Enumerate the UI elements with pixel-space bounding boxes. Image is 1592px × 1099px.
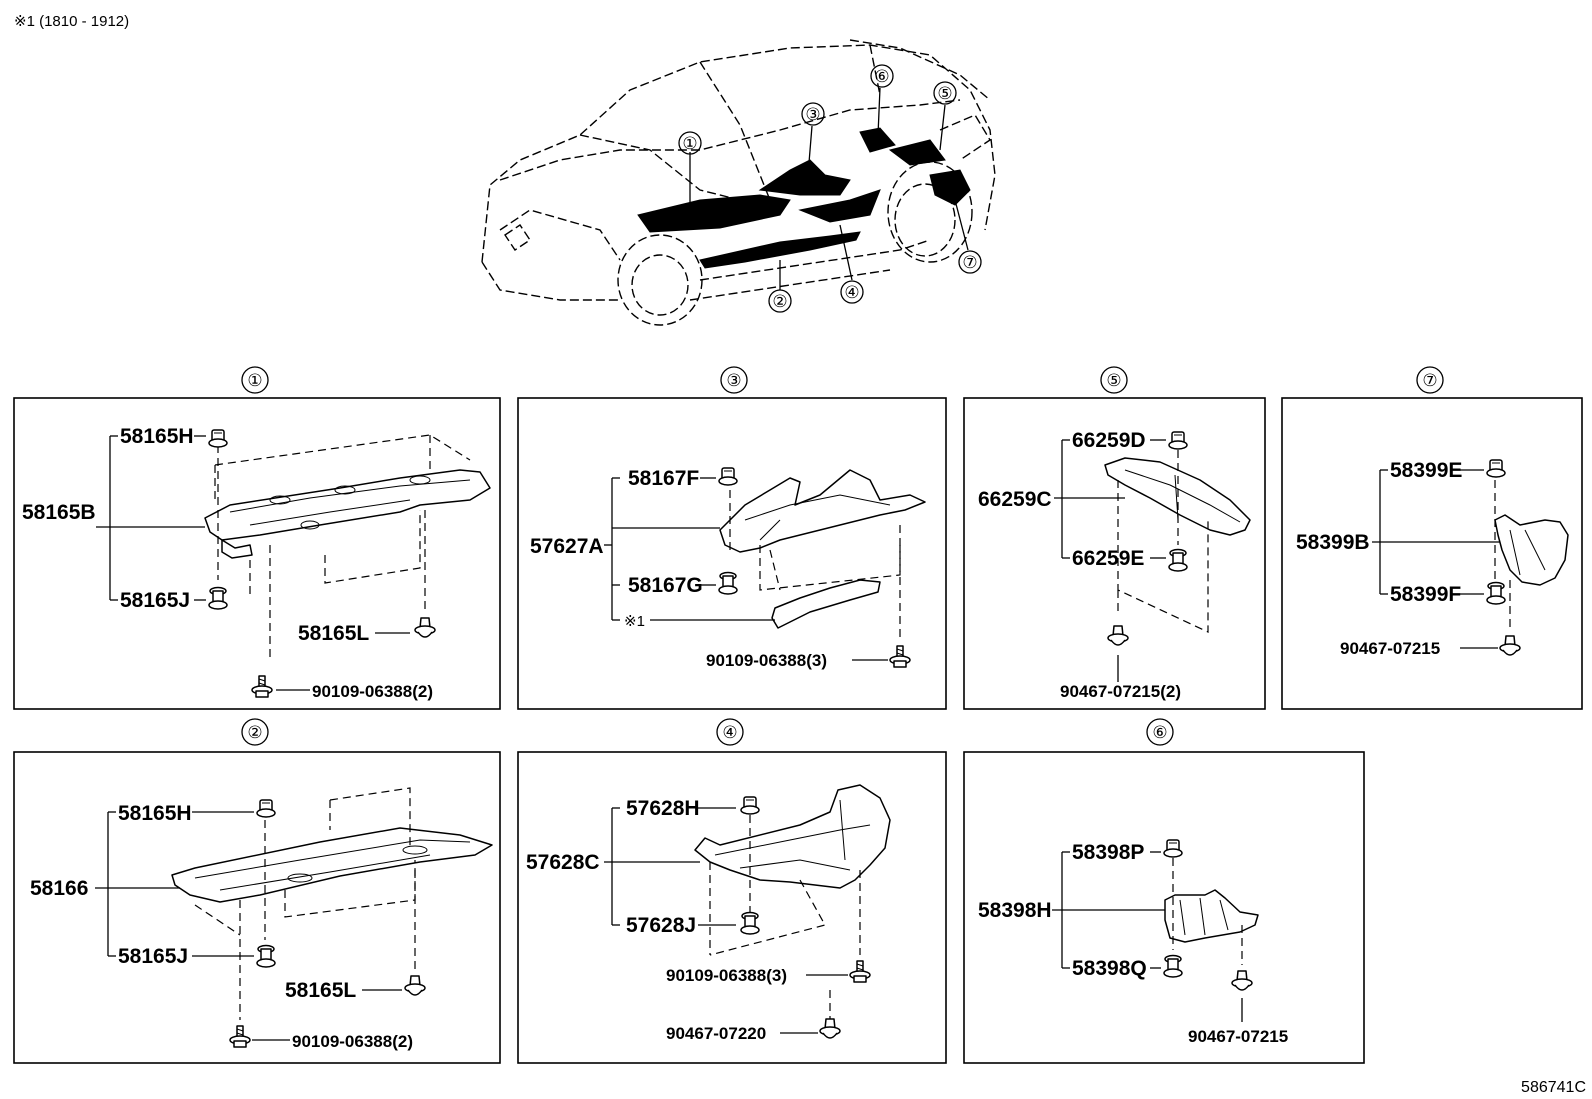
- part-label-57628H: 57628H: [626, 797, 700, 820]
- panel-7-index: ⑦: [1422, 371, 1437, 391]
- panel-2-index: ②: [247, 723, 262, 743]
- panel-2: ② 58165H 58166 58165J 58165L 90109-06388…: [13, 718, 501, 1064]
- overview-callout-3: ③: [805, 105, 820, 125]
- part-label-58165B: 58165B: [22, 501, 96, 524]
- panel-3-index: ③: [726, 371, 741, 391]
- part-label-57628C: 57628C: [526, 851, 600, 874]
- overview-callout-6: ⑥: [874, 67, 889, 87]
- section-1-highlight: [637, 194, 791, 233]
- part-label-57627A: 57627A: [530, 535, 604, 558]
- part-label-58167G: 58167G: [628, 574, 703, 597]
- part-label-58166: 58166: [30, 877, 88, 900]
- overview-callout-1: ①: [682, 134, 697, 154]
- part-label-57628J: 57628J: [626, 914, 696, 937]
- panel-5: ⑤ 66259D 66259C 66259E 90467-07215(2): [963, 366, 1266, 710]
- part-label-58398H: 58398H: [978, 899, 1052, 922]
- panel-3: ③ 58167F 57627A 58167G ※1 90109-06388(3): [517, 366, 947, 710]
- overview-callout-2: ②: [772, 292, 787, 312]
- panel-4: ④ 57628H 57628C 57628J 90109-06388(3) 90…: [517, 718, 947, 1064]
- vehicle-overview: ① ② ③ ④ ⑤ ⑥ ⑦: [481, 39, 996, 326]
- part-label-58399F: 58399F: [1390, 583, 1461, 606]
- part-label-58165J: 58165J: [120, 589, 190, 612]
- section-2-highlight: [699, 231, 861, 269]
- section-5-highlight: [888, 139, 946, 166]
- overview-callout-4: ④: [844, 283, 859, 303]
- panel-1-index: ①: [247, 371, 262, 391]
- panel-4-index: ④: [722, 723, 737, 743]
- panel-6: ⑥ 58398P 58398H 58398Q 90467-07215: [963, 718, 1365, 1064]
- panel-1: ① 58165H 58165B 58165J: [13, 366, 501, 710]
- panel-6-index: ⑥: [1152, 723, 1167, 743]
- part-label-note-1: ※1: [624, 613, 645, 630]
- part-label-58165J-2: 58165J: [118, 945, 188, 968]
- part-label-90467-07215-2: 90467-07215(2): [1060, 682, 1181, 701]
- part-label-58399E: 58399E: [1390, 459, 1462, 482]
- part-label-58165L: 58165L: [298, 622, 369, 645]
- part-label-58165H-2: 58165H: [118, 802, 192, 825]
- part-label-66259C: 66259C: [978, 488, 1052, 511]
- part-label-58398Q: 58398Q: [1072, 957, 1147, 980]
- part-label-58399B: 58399B: [1296, 531, 1370, 554]
- overview-callout-7: ⑦: [962, 253, 977, 273]
- part-label-58165L-2: 58165L: [285, 979, 356, 1002]
- section-6-highlight: [859, 127, 896, 153]
- figure-id: 586741C: [1521, 1079, 1586, 1096]
- part-label-58165H: 58165H: [120, 425, 194, 448]
- section-4-highlight: [798, 189, 881, 223]
- part-label-66259D: 66259D: [1072, 429, 1146, 452]
- part-label-90109-06388-3: 90109-06388(3): [706, 651, 827, 670]
- section-7-highlight: [929, 169, 971, 206]
- part-label-90467-07215-c: 90467-07215: [1340, 639, 1440, 658]
- panel-7: ⑦ 58399E 58399B 58399F 90467-07215: [1281, 366, 1583, 710]
- overview-callout-5: ⑤: [937, 84, 952, 104]
- part-label-90109-06388-2: 90109-06388(2): [312, 682, 433, 701]
- part-label-58398P: 58398P: [1072, 841, 1144, 864]
- panel-5-index: ⑤: [1106, 371, 1121, 391]
- section-3-highlight: [758, 159, 851, 196]
- part-label-90467-07215-b: 90467-07215: [1188, 1027, 1288, 1046]
- part-label-90109-06388-2b: 90109-06388(2): [292, 1032, 413, 1051]
- header-note: ※1 (1810 - 1912): [14, 13, 129, 30]
- part-label-66259E: 66259E: [1072, 547, 1144, 570]
- part-label-90467-07220: 90467-07220: [666, 1024, 766, 1043]
- part-label-58167F: 58167F: [628, 467, 699, 490]
- part-label-90109-06388-3b: 90109-06388(3): [666, 966, 787, 985]
